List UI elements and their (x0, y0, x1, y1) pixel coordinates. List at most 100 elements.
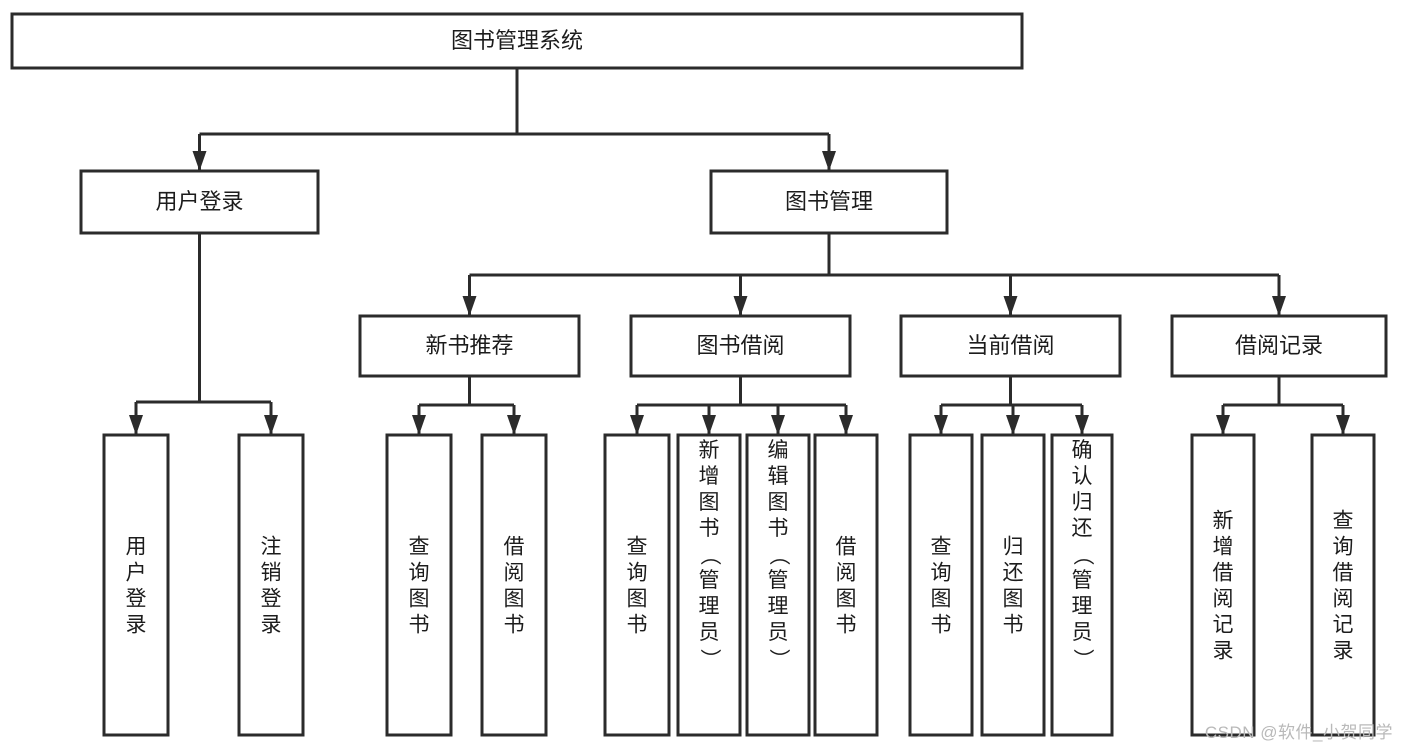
arrow-head (1336, 415, 1350, 435)
node-box (358, 314, 581, 378)
node-box (603, 433, 671, 737)
node-label-char: 户 (126, 561, 147, 584)
node-label-char: 书 (409, 613, 430, 636)
node-label-char: 询 (931, 561, 952, 584)
node-label-char: 记 (1333, 613, 1354, 636)
node-leaf-user-login[interactable]: 用户登录 (102, 433, 170, 737)
node-box (102, 433, 170, 737)
node-label-char: 录 (126, 613, 147, 636)
node-current-borrow[interactable]: 当前借阅 (899, 314, 1122, 378)
arrow-head (1003, 296, 1018, 316)
node-book-manage[interactable]: 图书管理 (709, 169, 949, 235)
node-box (480, 433, 548, 737)
node-label-char: 还 (1072, 517, 1093, 540)
node-new-book-recommend[interactable]: 新书推荐 (358, 314, 581, 378)
node-box (745, 433, 811, 737)
node-label-char: 查 (931, 535, 952, 558)
node-box (1310, 433, 1376, 737)
node-box (813, 433, 879, 737)
node-label-char: ） (767, 649, 790, 670)
node-box (385, 433, 453, 737)
node-label-char: 理 (1072, 595, 1093, 618)
node-label-char: 查 (627, 535, 648, 558)
node-label-char: 图 (931, 587, 952, 610)
node-label: 新书推荐 (425, 333, 513, 358)
node-label-char: （ (1071, 545, 1094, 566)
arrow-head (822, 151, 836, 171)
node-label-char: 书 (1003, 613, 1024, 636)
node-label-char: 登 (261, 587, 282, 610)
node-box (237, 433, 305, 737)
node-label-char: 阅 (1333, 587, 1354, 610)
node-label-char: 新 (1213, 509, 1234, 532)
node-label-char: 阅 (504, 561, 525, 584)
node-label-char: 查 (1333, 509, 1354, 532)
node-label-char: 借 (836, 535, 857, 558)
node-book-borrow[interactable]: 图书借阅 (629, 314, 852, 378)
node-label-char: 书 (504, 613, 525, 636)
node-label-char: 销 (261, 561, 282, 584)
node-label-char: 确 (1072, 439, 1093, 462)
node-layer: 图书管理系统用户登录图书管理新书推荐图书借阅当前借阅借阅记录用户登录注销登录查询… (10, 12, 1388, 737)
node-label-char: 图 (504, 587, 525, 610)
arrow-head (934, 415, 948, 435)
node-label-char: 书 (627, 613, 648, 636)
node-label: 借阅记录 (1235, 333, 1323, 358)
node-label-char: 借 (504, 535, 525, 558)
node-label-char: 图 (699, 491, 720, 514)
node-label-char: 员 (1072, 621, 1093, 644)
node-label-char: 管 (699, 569, 720, 592)
node-label-char: 阅 (836, 561, 857, 584)
node-label-char: 编 (768, 439, 789, 462)
node-label-char: 用 (126, 535, 147, 558)
node-label-char: 归 (1003, 535, 1024, 558)
node-label-char: 询 (409, 561, 430, 584)
arrow-head (771, 415, 785, 435)
node-borrow-record[interactable]: 借阅记录 (1170, 314, 1388, 378)
node-label-char: 书 (931, 613, 952, 636)
node-label-char: （ (767, 545, 790, 566)
node-label-char: 借 (1333, 561, 1354, 584)
arrow-head (702, 415, 716, 435)
node-label-char: 辑 (768, 465, 789, 488)
node-label: 图书管理 (785, 189, 873, 214)
node-box (709, 169, 949, 235)
node-root[interactable]: 图书管理系统 (10, 12, 1024, 70)
connector-layer (129, 68, 1350, 435)
node-label-char: 查 (409, 535, 430, 558)
node-box (676, 433, 742, 737)
node-label-char: 书 (699, 517, 720, 540)
node-user-login[interactable]: 用户登录 (79, 169, 320, 235)
node-label-char: 图 (836, 587, 857, 610)
node-label-char: （ (698, 545, 721, 566)
arrow-head (507, 415, 521, 435)
node-box (1170, 314, 1388, 378)
node-label-char: 管 (768, 569, 789, 592)
arrow-head (1075, 415, 1089, 435)
arrow-head (1216, 415, 1230, 435)
node-label: 当前借阅 (966, 333, 1054, 358)
node-box (1190, 433, 1256, 737)
node-label-char: 图 (768, 491, 789, 514)
node-label-char: 认 (1072, 465, 1093, 488)
node-label-char: 增 (1213, 535, 1234, 558)
node-label: 图书借阅 (696, 333, 784, 358)
node-label: 用户登录 (155, 189, 243, 214)
node-label-char: 录 (1213, 639, 1234, 662)
arrow-head (192, 151, 207, 171)
node-label-char: 理 (768, 595, 789, 618)
arrow-head (1272, 296, 1286, 316)
